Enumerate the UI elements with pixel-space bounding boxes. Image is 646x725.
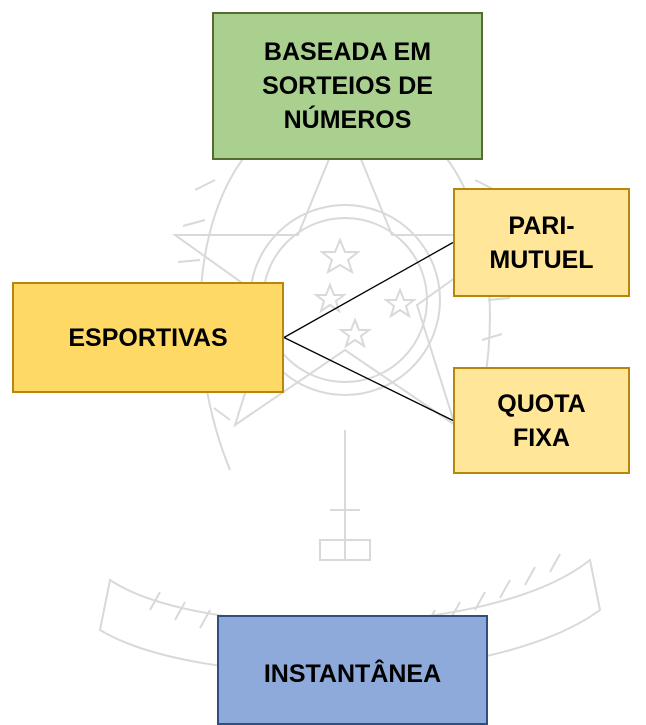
- node-quota-label: QUOTA FIXA: [497, 389, 586, 452]
- node-esportivas-label: ESPORTIVAS: [68, 323, 228, 352]
- edge-esportivas-quota: [283, 336, 454, 422]
- node-sorteios: BASEADA EM SORTEIOS DE NÚMEROS: [212, 12, 483, 160]
- watermark-sword: [319, 430, 371, 561]
- node-instantanea-label: INSTANTÂNEA: [263, 660, 442, 688]
- node-instantanea: INSTANTÂNEA: [217, 615, 488, 725]
- node-sorteios-label: BASEADA EM SORTEIOS DE NÚMEROS: [262, 38, 433, 134]
- node-parimutuel-label: PARI- MUTUEL: [489, 211, 594, 274]
- node-esportivas: ESPORTIVAS: [12, 282, 284, 393]
- edge-esportivas-parimutuel: [283, 241, 454, 339]
- node-quota: QUOTA FIXA: [453, 367, 630, 474]
- node-parimutuel: PARI- MUTUEL: [453, 188, 630, 297]
